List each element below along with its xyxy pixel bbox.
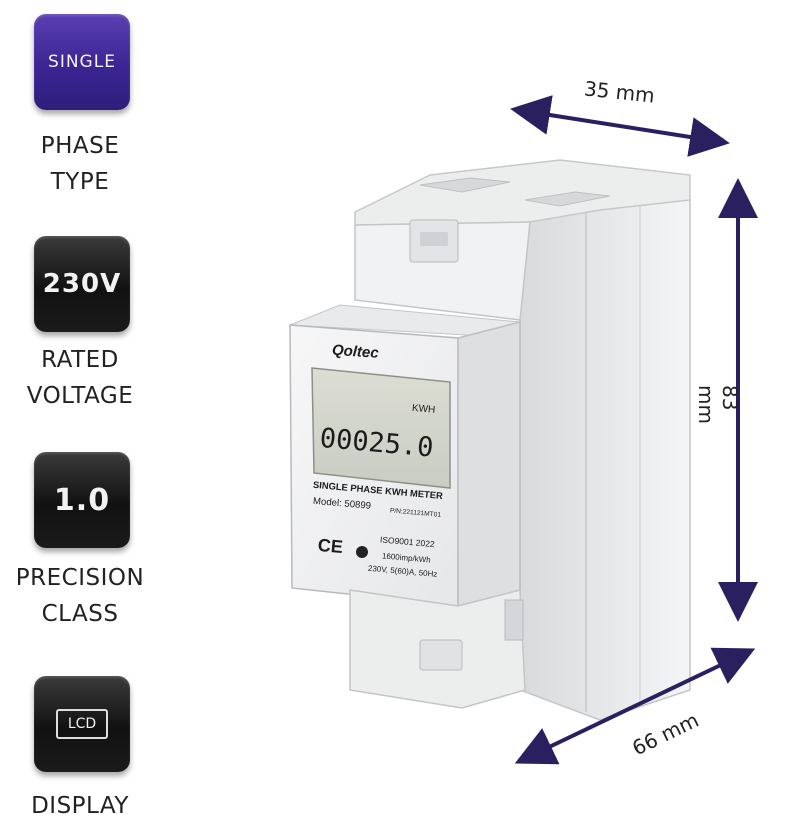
indicator-led (356, 546, 368, 558)
lcd-screen (311, 367, 451, 489)
meter-bottom-block (349, 589, 526, 709)
voltage-badge: 230V (34, 236, 130, 332)
meter-side-body (519, 189, 691, 721)
feature-label: PRECISION CLASS (0, 560, 160, 632)
height-dimension-label: 83 mm (694, 385, 742, 424)
meter-top-block (354, 159, 691, 321)
feature-label: DISPLAY (0, 788, 160, 824)
label-line: VOLTAGE (26, 383, 134, 409)
brand-logo: Qoltec (331, 342, 379, 362)
label-line: TYPE (50, 169, 110, 195)
iso-standard: ISO9001 2022 (380, 534, 436, 549)
feature-label: RATED VOLTAGE (0, 342, 160, 414)
width-arrow (510, 95, 730, 157)
impulse-rate: 1600imp/kWh (382, 551, 432, 564)
badge-value: 1.0 (53, 482, 111, 518)
label-line: DISPLAY (31, 793, 129, 819)
badge-value: 230V (42, 269, 122, 299)
ce-mark: CE (317, 535, 344, 557)
depth-arrow (514, 647, 756, 765)
display-badge: LCD (34, 676, 130, 772)
dimension-arrows (510, 95, 758, 765)
label-line: PHASE (40, 133, 120, 159)
unit-label: KWH (411, 403, 435, 416)
label-line: RATED (41, 347, 119, 373)
precision-badge: 1.0 (34, 452, 130, 548)
single-phase-badge: SINGLE (34, 14, 130, 110)
label-line: CLASS (41, 601, 119, 627)
model-number: Model: 50899 (313, 496, 372, 512)
lcd-icon: LCD (55, 709, 109, 739)
label-line: PRECISION (15, 565, 145, 591)
badge-value: SINGLE (48, 52, 116, 72)
feature-label: PHASE TYPE (0, 128, 160, 200)
part-number: P/N:221121MT01 (390, 507, 442, 518)
